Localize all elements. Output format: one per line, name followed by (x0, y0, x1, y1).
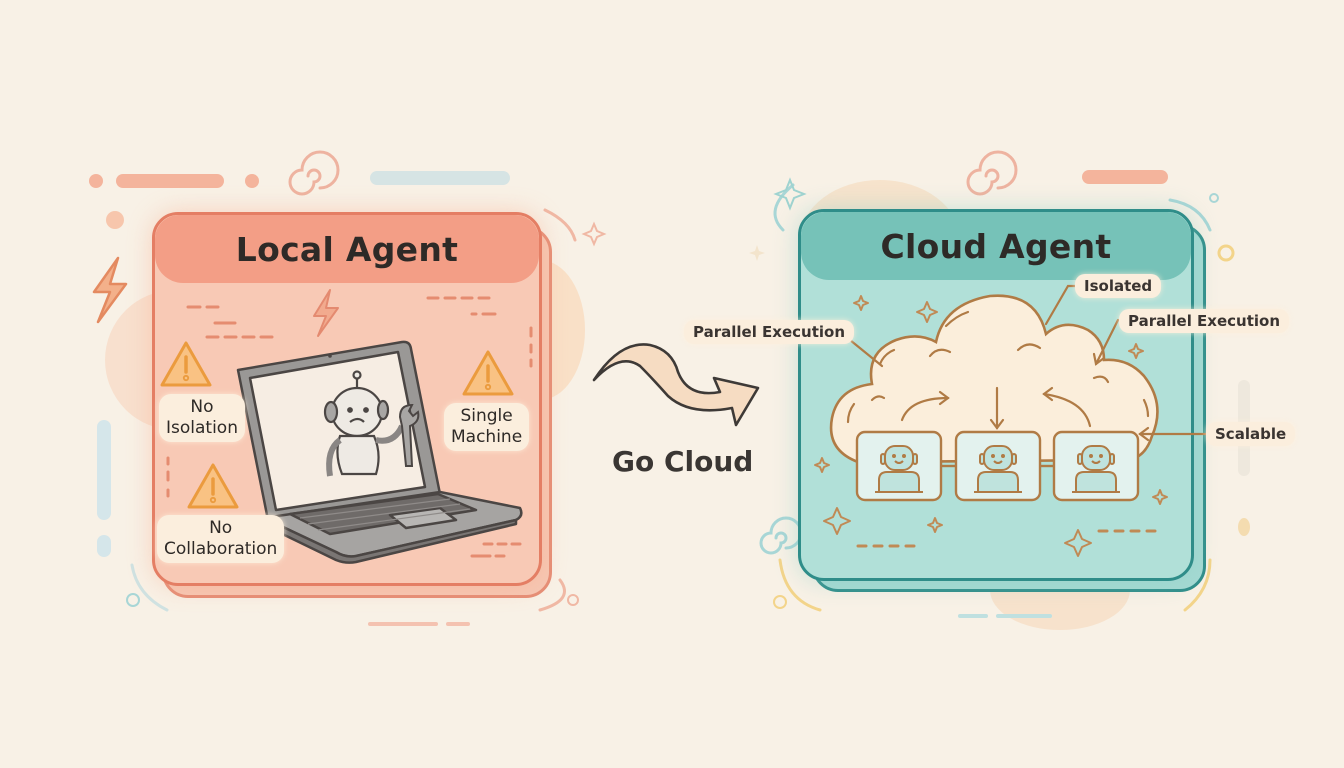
lightning-icon (92, 256, 128, 324)
sparkle-icon (581, 221, 607, 247)
cloud-agent-title: Cloud Agent (801, 212, 1191, 280)
label-scalable: Scalable (1206, 422, 1296, 446)
sparkle-icon (773, 177, 807, 211)
warning-icon (187, 463, 239, 509)
cloud-icon (829, 294, 1159, 464)
local-agent-title: Local Agent (155, 215, 539, 283)
sparkle-icon (814, 295, 1168, 557)
label-no-isolation: No Isolation (159, 394, 245, 442)
spiral-icon (966, 150, 1018, 196)
wrench-icon (398, 403, 420, 467)
laptop-icon (236, 340, 523, 564)
label-single-machine: Single Machine (444, 403, 530, 451)
label-line: Isolation (166, 418, 238, 438)
lightning-icon (313, 289, 339, 337)
label-no-collaboration: No Collaboration (157, 515, 285, 563)
go-cloud-label: Go Cloud (612, 445, 754, 478)
sparkle-icon (749, 245, 765, 261)
label-line: Single (460, 406, 513, 426)
label-line: Collaboration (164, 539, 278, 559)
label-isolated: Isolated (1075, 274, 1162, 298)
robot-icon (1072, 445, 1120, 493)
robot-icon (323, 370, 405, 477)
label-parallel-execution-left: Parallel Execution (684, 320, 855, 344)
warning-icon (462, 350, 514, 396)
label-line: Machine (451, 427, 523, 447)
label-line: No (190, 397, 214, 417)
robot-icon (875, 445, 923, 493)
label-line: No (209, 518, 233, 538)
spiral-icon (288, 150, 340, 196)
robot-icon (974, 445, 1022, 493)
label-parallel-execution-right: Parallel Execution (1119, 309, 1290, 333)
warning-icon (160, 341, 212, 387)
